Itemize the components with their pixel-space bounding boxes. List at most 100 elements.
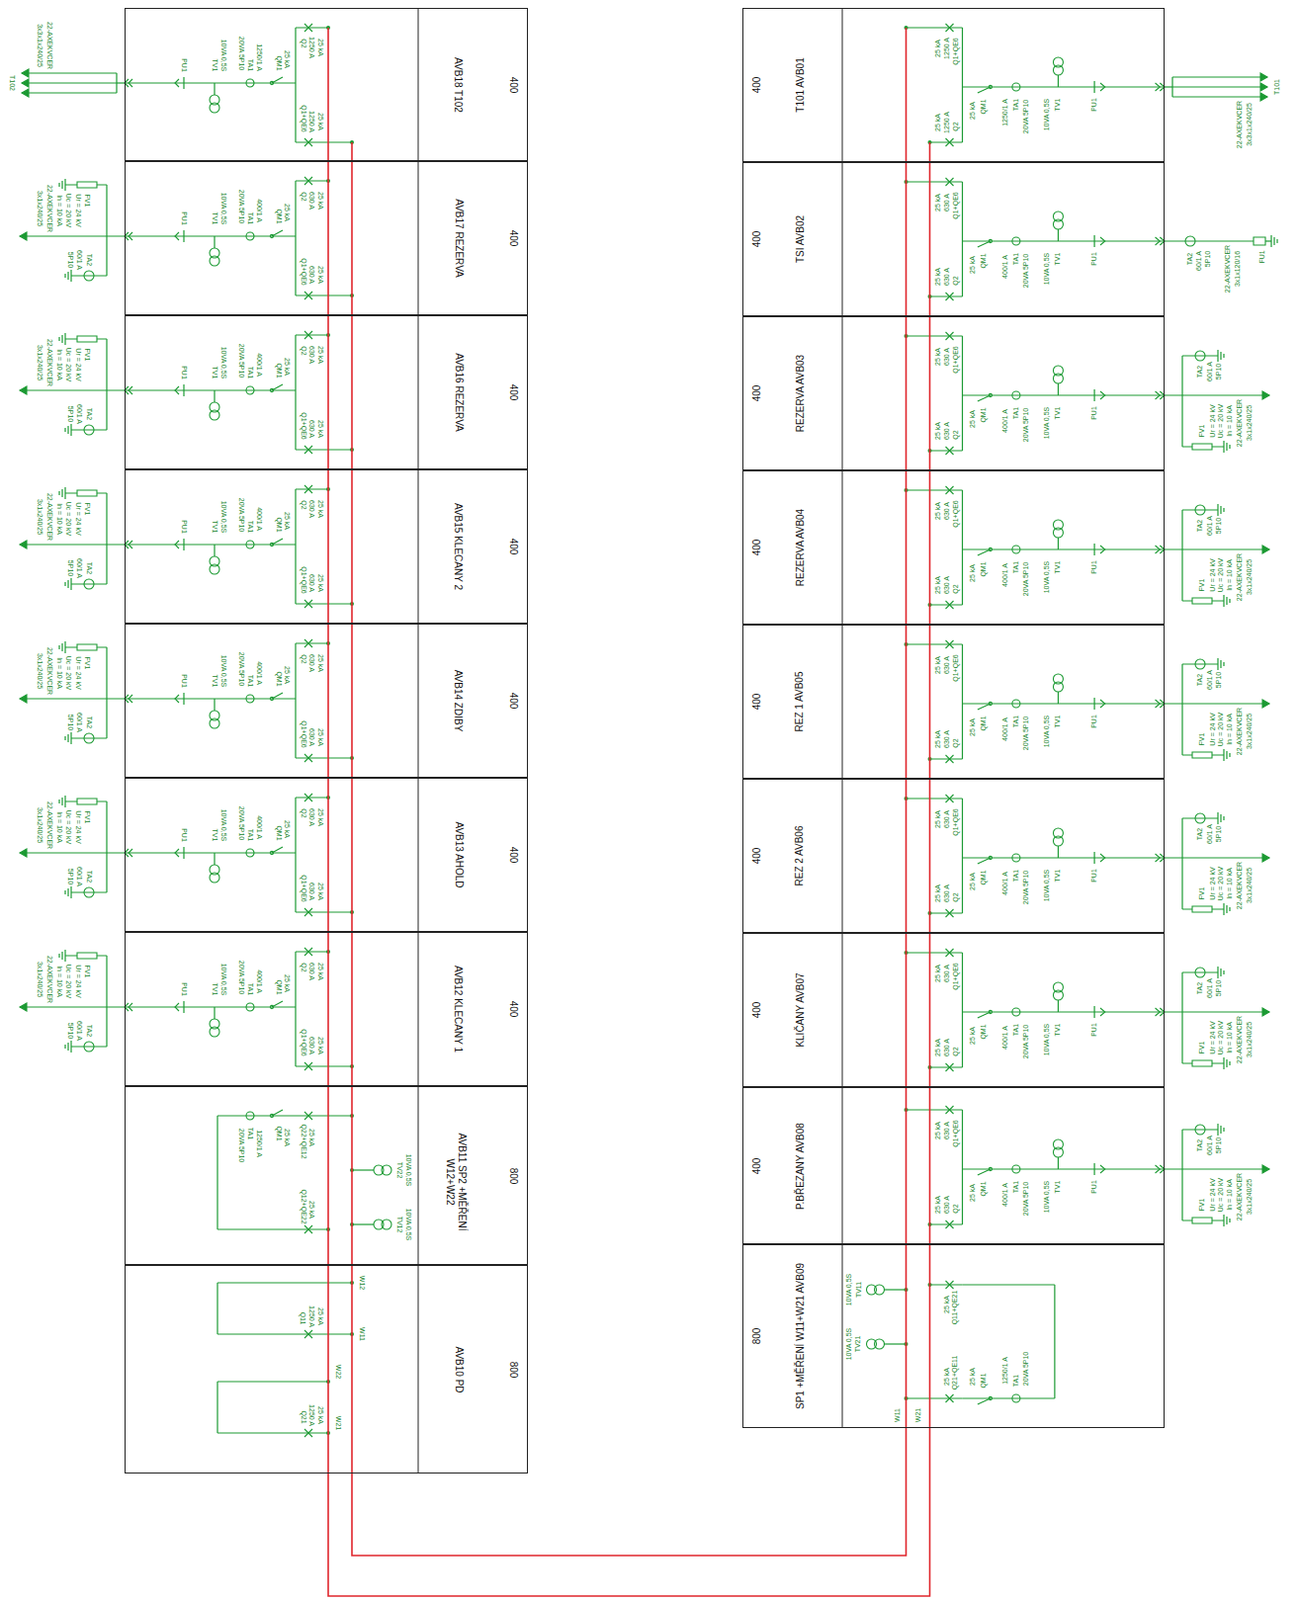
breaker-symbol [946, 794, 954, 803]
device-label: PU1 [179, 58, 188, 73]
device-label: 25 kA [933, 884, 942, 903]
panel-name: AVB16 REZERVA [451, 352, 464, 432]
disconnector-symbol [269, 388, 273, 392]
circuit-wire [71, 1045, 107, 1047]
device-label: 5P10 [1214, 518, 1223, 534]
breaker-symbol [304, 754, 313, 763]
breaker-symbol [304, 600, 313, 608]
breaker-symbol [304, 331, 313, 340]
device-label: 10VA 0,5S [1043, 253, 1052, 286]
device-label: 25 kA [933, 422, 942, 440]
device-label: Q1+QE6 [952, 1120, 960, 1147]
cable-arrow [21, 88, 29, 97]
device-label: 1250 A [307, 1404, 316, 1427]
voltage-transformer [1052, 519, 1063, 530]
earth-symbol [67, 426, 69, 434]
device-label: 1250 A [942, 111, 951, 134]
cable-terminal [128, 849, 133, 858]
device-label: 400/1 A [1001, 1026, 1010, 1050]
cable-terminal [1155, 83, 1161, 91]
circuit-wire [351, 1223, 374, 1225]
cable-terminal [1155, 237, 1161, 246]
rated-current: 400 [507, 538, 520, 556]
rated-current: 400 [507, 76, 520, 93]
device-label: TV12 [395, 1216, 404, 1234]
device-label: 630 A [307, 500, 316, 519]
panel-name: AVB11 SP2 +MĚŘENÍ W12+W22 [443, 1110, 468, 1254]
circuit-wire [930, 1066, 963, 1068]
device-label: TA2 [1186, 253, 1195, 265]
breaker-symbol [946, 1220, 954, 1229]
device-label: 60/1 A [75, 712, 84, 733]
device-label: 25 kA [968, 1184, 977, 1203]
circuit-wire [213, 83, 215, 95]
circuit-wire [295, 488, 329, 490]
voltage-transformer [1052, 57, 1063, 68]
voltage-indicator [1093, 1006, 1095, 1019]
circuit-wire [295, 141, 352, 143]
cable-arrow [1262, 699, 1270, 708]
device-label: 20VA 5P10 [1022, 1182, 1031, 1217]
device-label: Q1+QE6 [298, 412, 307, 439]
voltage-transformer [1052, 982, 1063, 993]
surge-arrester [1192, 752, 1213, 759]
device-label: TA2 [85, 1025, 93, 1038]
device-label: 10VA 0,5S [845, 1328, 854, 1362]
earth-symbol [58, 337, 60, 342]
circuit-wire [1164, 1168, 1270, 1170]
earth-symbol [64, 890, 66, 895]
earth-symbol [1222, 508, 1224, 513]
panel-name: SP1 +MĚŘENÍ W11+W21 AVB09 [794, 1263, 807, 1410]
earth-symbol [1216, 812, 1218, 825]
cable-arrow [19, 540, 27, 549]
earth-symbol [70, 269, 72, 282]
circuit-wire [71, 737, 107, 739]
circuit-wire [105, 955, 107, 1047]
device-label: PU1 [179, 828, 188, 843]
current-transformer [1012, 1165, 1021, 1174]
circuit-wire [1057, 229, 1059, 242]
device-label: In = 10 kA [1225, 713, 1234, 746]
device-label: Q1+QE6 [952, 346, 960, 373]
circuit-wire [906, 26, 963, 28]
device-label: 20VA 5P10 [237, 498, 246, 533]
cable-terminal [128, 386, 133, 395]
breaker-symbol [946, 23, 954, 32]
circuit-wire [216, 1382, 218, 1434]
device-label: In = 10 kA [55, 657, 64, 690]
circuit-wire [295, 796, 329, 798]
device-label: Uc = 20 kV [1216, 558, 1225, 593]
device-label: 400/1 A [1001, 563, 1010, 588]
circuit-wire [1164, 394, 1270, 396]
device-label: TV1 [210, 675, 219, 689]
device-label: 630 A [942, 964, 951, 983]
earth-symbol [1216, 349, 1218, 362]
device-label: 25 kA [282, 666, 291, 685]
current-transformer [1012, 854, 1021, 863]
earth-symbol [1219, 660, 1221, 669]
earth-symbol [67, 734, 69, 743]
cable-terminal [1155, 545, 1161, 554]
earth-symbol [1228, 753, 1230, 758]
panel-divider [418, 932, 420, 1087]
surge-arrester [77, 181, 97, 188]
device-label: Q2 [952, 121, 960, 131]
earth-symbol [67, 888, 69, 897]
rated-current: 400 [751, 539, 764, 557]
earth-symbol [1222, 970, 1224, 975]
cable-arrow [19, 849, 27, 858]
device-label: 630 A [307, 265, 316, 284]
device-label: 25 kA [933, 502, 942, 520]
device-label: 25 kA [316, 1307, 325, 1326]
earth-symbol [58, 953, 60, 958]
circuit-wire [105, 493, 107, 585]
circuit-wire [1164, 240, 1254, 242]
circuit-wire [1182, 817, 1218, 819]
device-label: 5P10 [1214, 363, 1223, 380]
device-label: 25 kA [316, 1406, 325, 1425]
circuit-wire [124, 82, 296, 84]
circuit-wire [294, 797, 296, 913]
circuit-wire [116, 82, 125, 84]
device-label: In = 10 kA [55, 965, 64, 998]
device-label: 3x1x240/25 [35, 653, 44, 690]
